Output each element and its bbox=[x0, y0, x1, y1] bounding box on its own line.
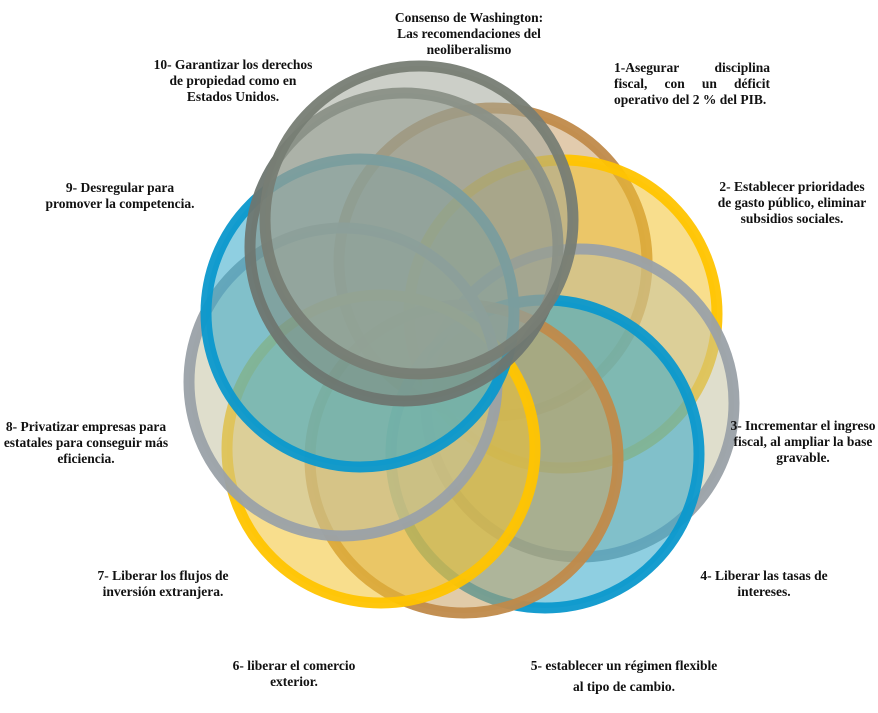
item-3-label: 3- Incrementar el ingreso fiscal, al amp… bbox=[730, 418, 876, 465]
diagram-title: Consenso de Washington: Las recomendacio… bbox=[394, 10, 544, 57]
item-2-label: 2- Establecer prioridades de gasto públi… bbox=[717, 179, 867, 226]
item-10-label: 10- Garantizar los derechos de propiedad… bbox=[153, 57, 313, 104]
item-5-label: 5- establecer un régimen flexible al tip… bbox=[530, 658, 718, 694]
item-9-label: 9- Desregular para promover la competenc… bbox=[45, 180, 195, 211]
ring-1 bbox=[259, 60, 579, 380]
item-1-label: 1-Asegurar disciplina fiscal, con un déf… bbox=[614, 60, 770, 107]
ring-group bbox=[183, 60, 740, 619]
item-8-label: 8- Privatizar empresas para estatales pa… bbox=[3, 419, 169, 466]
item-4-label: 4- Liberar las tasas de intereses. bbox=[700, 568, 828, 599]
item-6-label: 6- liberar el comercio exterior. bbox=[232, 658, 356, 689]
item-7-label: 7- Liberar los flujos de inversión extra… bbox=[97, 568, 229, 599]
